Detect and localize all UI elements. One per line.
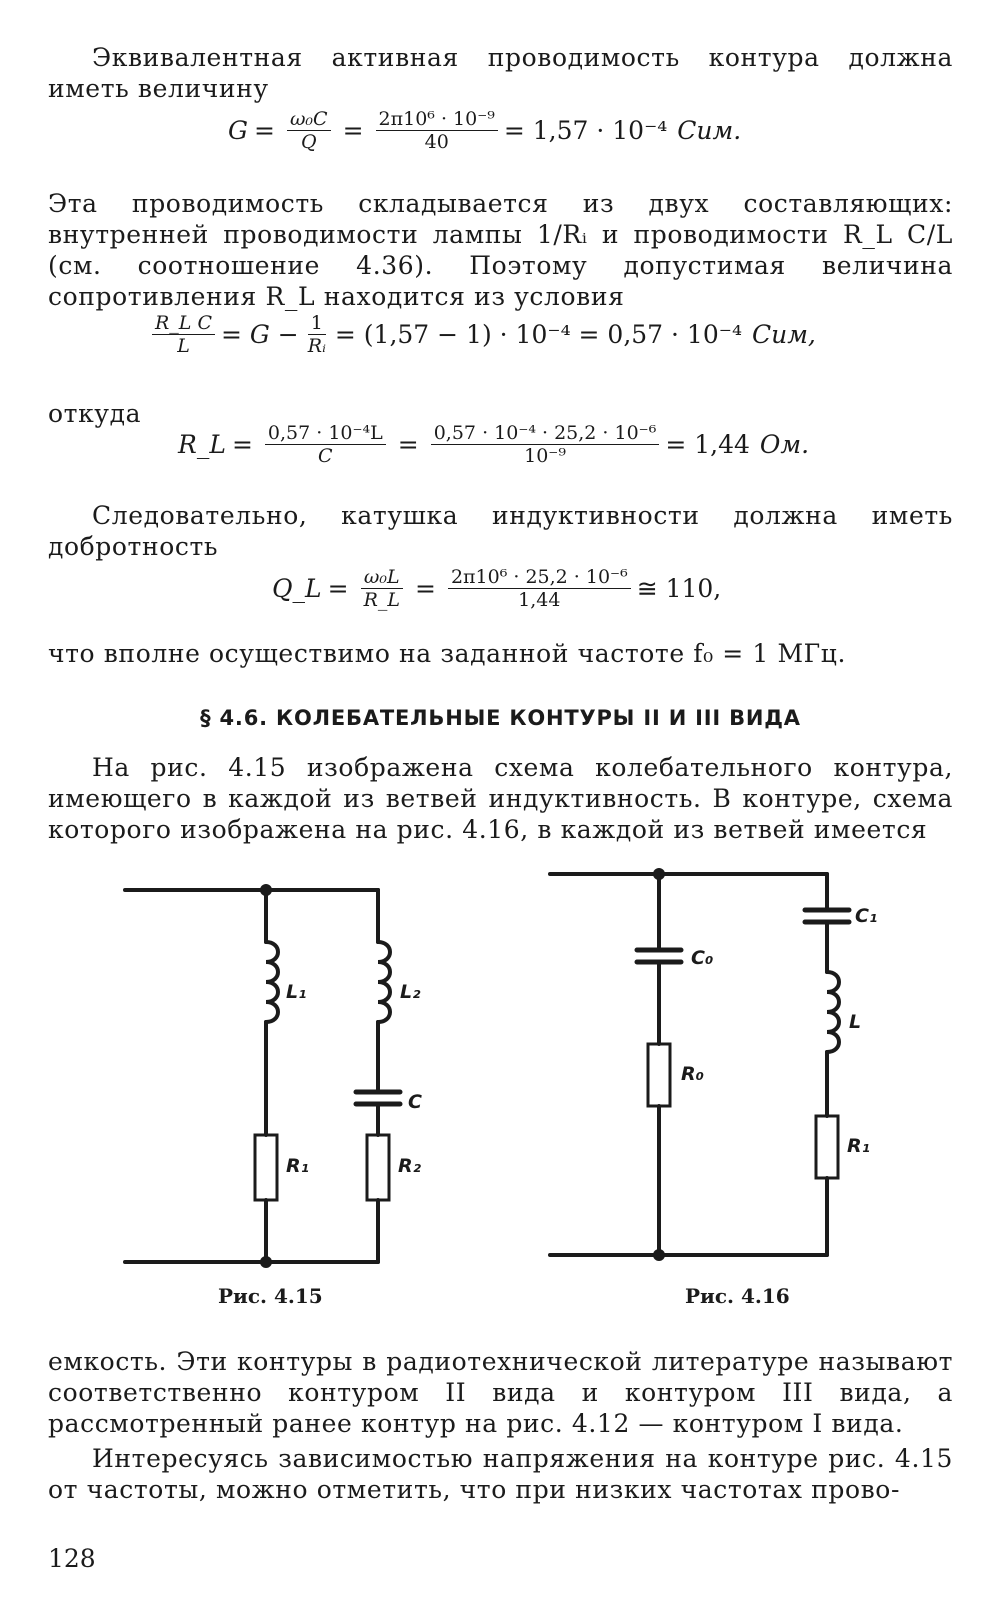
word-otkuda: откуда — [48, 399, 142, 428]
section-heading: § 4.6. КОЛЕБАТЕЛЬНЫЕ КОНТУРЫ II И III ВИ… — [200, 706, 801, 730]
lower-text: емкость. Эти контуры в радиотехнической … — [48, 1346, 953, 1505]
paragraph-7: Интересуясь зависимостью напряжения на к… — [48, 1444, 953, 1504]
denominator: L — [177, 335, 190, 357]
inductor-l — [825, 970, 841, 1054]
paragraph-6: емкость. Эти контуры в радиотехнической … — [48, 1347, 953, 1438]
paragraph-4: что вполне осуществимо на заданной часто… — [48, 639, 847, 668]
formula-rhs: = 1,57 · 10⁻⁴ — [503, 116, 668, 145]
page-number: 128 — [48, 1544, 96, 1573]
label-c0: C₀ — [691, 947, 713, 969]
formula-eq: = — [231, 430, 253, 459]
paragraph-3: Следовательно, катушка индуктивности дол… — [48, 501, 953, 561]
formula-rhs: ≅ 110, — [636, 574, 722, 603]
numerator: R_L C — [152, 312, 215, 335]
formula-mid: = G − — [221, 320, 299, 349]
numerator: ω₀C — [286, 108, 331, 131]
denominator: 40 — [424, 131, 449, 153]
figure-4-15-schematic: L₁ L₂ C R₁ R₂ — [123, 884, 422, 1268]
resistor-r1 — [814, 1114, 840, 1180]
formula-unit: Сим, — [751, 320, 816, 349]
resistor-r2 — [365, 1133, 391, 1202]
label-l1: L₁ — [286, 981, 306, 1003]
formula-unit: Сим. — [677, 116, 742, 145]
denominator: R_L — [363, 589, 400, 611]
formula-rhs: = (1,57 − 1) · 10⁻⁴ = 0,57 · 10⁻⁴ — [334, 320, 742, 349]
caption-fig-4-16: Рис. 4.16 — [685, 1284, 790, 1308]
paragraph-2: Эта проводимость складывается из двух со… — [48, 189, 953, 311]
denominator: Q — [300, 131, 317, 153]
formula-eq: = — [327, 574, 349, 603]
caption-fig-4-15: Рис. 4.15 — [218, 1284, 323, 1308]
label-r1: R₁ — [847, 1135, 870, 1157]
junction-dot — [260, 884, 272, 896]
formula-unit: Ом. — [759, 430, 810, 459]
junction-dot — [653, 1249, 665, 1261]
numerator: 1 — [307, 312, 326, 335]
label-c: C — [408, 1091, 422, 1113]
label-c1: C₁ — [855, 905, 877, 927]
formula-lhs: R_L — [178, 430, 226, 459]
denominator: 1,44 — [518, 589, 561, 611]
inductor-l1 — [264, 940, 280, 1024]
numerator: 0,57 · 10⁻⁴ · 25,2 · 10⁻⁶ — [430, 422, 660, 445]
formula-lhs: G — [228, 116, 248, 145]
formula-eq: = — [253, 116, 275, 145]
inductor-l2 — [376, 940, 392, 1024]
numerator: 0,57 · 10⁻⁴L — [264, 422, 386, 445]
formula-lhs: Q_L — [272, 574, 322, 603]
figure-4-16-schematic: C₀ C₁ L R₀ R₁ — [548, 868, 877, 1261]
resistor-r0 — [646, 1042, 672, 1108]
denominator: Rᵢ — [307, 335, 326, 357]
numerator: ω₀L — [360, 566, 403, 589]
label-r2: R₂ — [398, 1155, 422, 1177]
label-l2: L₂ — [400, 981, 421, 1003]
label-l: L — [849, 1011, 861, 1033]
denominator: C — [318, 445, 333, 467]
label-r0: R₀ — [681, 1063, 704, 1085]
junction-dot — [653, 868, 665, 880]
paragraph-1: Эквивалентная активная проводимость конт… — [48, 43, 953, 103]
numerator: 2π10⁶ · 25,2 · 10⁻⁶ — [447, 566, 631, 589]
denominator: 10⁻⁹ — [524, 445, 566, 467]
junction-dot — [260, 1256, 272, 1268]
paragraph-5: На рис. 4.15 изображена схема колебатель… — [48, 753, 953, 844]
numerator: 2π10⁶ · 10⁻⁹ — [375, 108, 498, 131]
resistor-r1 — [253, 1133, 279, 1202]
label-r1: R₁ — [286, 1155, 309, 1177]
formula-rhs: = 1,44 — [665, 430, 750, 459]
